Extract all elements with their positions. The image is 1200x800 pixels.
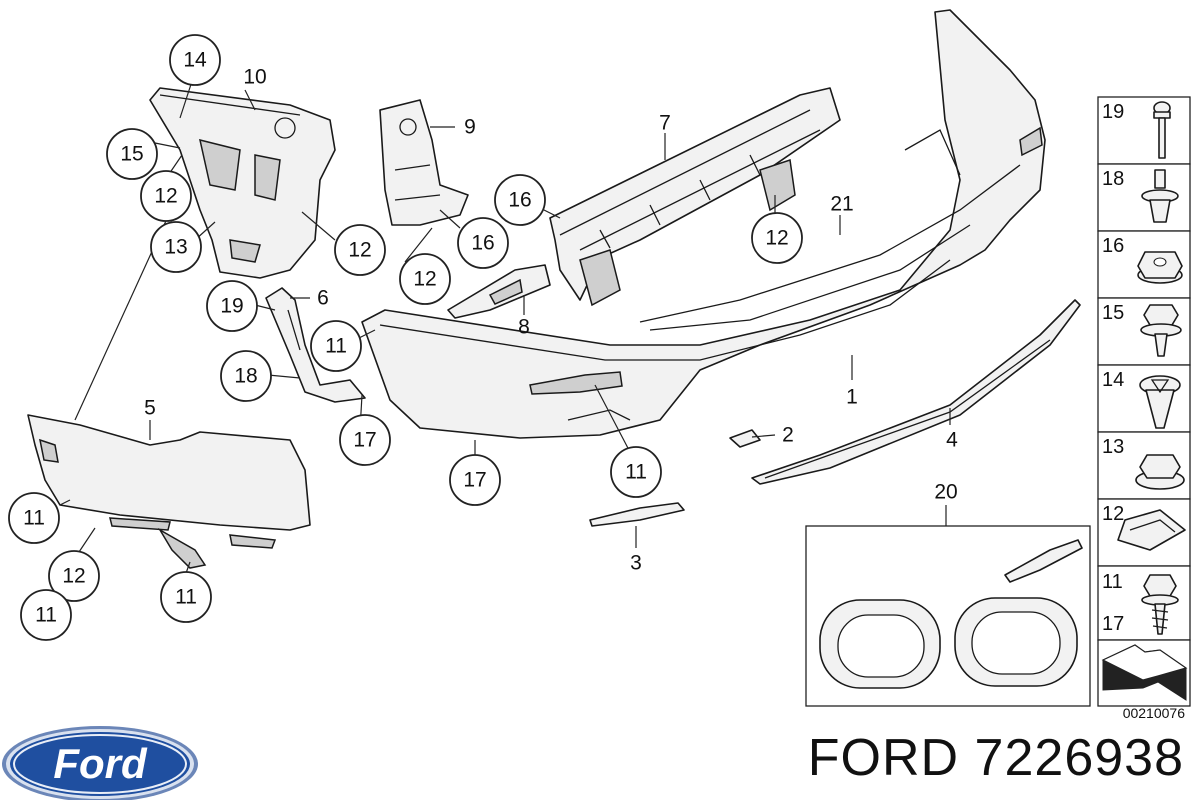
callout-12: 12	[140, 170, 192, 222]
hex-nut-icon	[1137, 251, 1183, 284]
svg-text:19: 19	[220, 295, 243, 318]
side-bracket	[379, 99, 469, 226]
expanding-rivet-icon	[1141, 169, 1179, 223]
svg-text:12: 12	[413, 268, 436, 291]
callout-11: 11	[8, 492, 60, 544]
legend-label-11: 11	[1102, 571, 1123, 593]
label-1: 1	[846, 386, 858, 409]
svg-text:16: 16	[508, 189, 531, 212]
push-clip-icon	[1139, 375, 1181, 429]
label-21: 21	[830, 193, 853, 216]
callout-17: 17	[339, 414, 391, 466]
callout-12: 12	[399, 253, 451, 305]
label-5: 5	[144, 397, 156, 420]
callout-19: 19	[206, 280, 258, 332]
callout-13: 13	[150, 221, 202, 273]
bumper-cover	[361, 9, 1046, 439]
label-3: 3	[630, 552, 642, 575]
legend-label-16: 16	[1102, 235, 1124, 257]
hex-bolt-icon	[1140, 304, 1182, 357]
ford-logo-wordmark: Ford	[53, 740, 148, 787]
bumper-carrier	[549, 87, 841, 307]
svg-text:12: 12	[62, 565, 85, 588]
legend-label-19: 19	[1102, 101, 1124, 123]
label-8: 8	[518, 316, 530, 339]
label-6: 6	[317, 287, 329, 310]
callout-11: 11	[610, 446, 662, 498]
svg-text:17: 17	[463, 469, 486, 492]
callout-18: 18	[220, 350, 272, 402]
legend-label-12: 12	[1102, 503, 1124, 525]
svg-text:17: 17	[353, 429, 376, 452]
svg-text:11: 11	[625, 461, 647, 484]
svg-text:11: 11	[23, 507, 45, 530]
ford-logo: Ford	[2, 726, 198, 800]
callout-17: 17	[449, 454, 501, 506]
lower-trim-left	[27, 414, 311, 569]
callout-16: 16	[457, 217, 509, 269]
label-4: 4	[946, 429, 958, 452]
callout-12: 12	[334, 224, 386, 276]
rivet-icon	[1153, 101, 1171, 159]
callout-11: 11	[310, 320, 362, 372]
label-10: 10	[243, 66, 266, 89]
clip-nut-icon	[1117, 509, 1186, 551]
legend-label-14: 14	[1102, 369, 1124, 391]
legend-label-13: 13	[1102, 436, 1124, 458]
svg-text:18: 18	[234, 365, 257, 388]
flange-nut-icon	[1135, 454, 1185, 490]
label-2: 2	[782, 424, 794, 447]
document-code: 00210076	[1123, 705, 1186, 721]
svg-text:11: 11	[35, 604, 57, 627]
label-9: 9	[464, 116, 476, 139]
svg-text:15: 15	[120, 143, 143, 166]
legend-label-18: 18	[1102, 168, 1124, 190]
hardware-legend: 19 18 16 15 14 13 12 11 17	[1097, 96, 1191, 707]
label-7: 7	[659, 112, 671, 135]
label-20: 20	[934, 481, 957, 504]
reflector-bracket	[265, 287, 366, 403]
part-number-title: FORD 7226938	[807, 729, 1184, 787]
svg-text:14: 14	[183, 49, 207, 72]
legend-label-15: 15	[1102, 302, 1124, 324]
callout-16: 16	[494, 174, 546, 226]
reflector	[589, 502, 685, 527]
callout-11: 11	[20, 589, 72, 641]
svg-text:12: 12	[348, 239, 371, 262]
legend-label-17: 17	[1102, 613, 1124, 635]
svg-text:12: 12	[765, 227, 788, 250]
callout-12: 12	[48, 550, 100, 602]
callout-14: 14	[169, 34, 221, 86]
arrow-icon	[1101, 644, 1188, 701]
svg-text:13: 13	[164, 236, 187, 259]
callout-11: 11	[160, 571, 212, 623]
svg-text:12: 12	[154, 185, 177, 208]
left-bracket	[149, 87, 336, 279]
svg-text:11: 11	[325, 335, 347, 358]
tow-hook-cap	[729, 429, 761, 448]
svg-text:16: 16	[471, 232, 494, 255]
screw-icon	[1141, 574, 1179, 635]
trim-ring-set	[805, 525, 1091, 707]
svg-text:11: 11	[175, 586, 197, 609]
small-bracket	[447, 264, 551, 319]
callout-15: 15	[106, 128, 158, 180]
callout-12: 12	[751, 212, 803, 264]
